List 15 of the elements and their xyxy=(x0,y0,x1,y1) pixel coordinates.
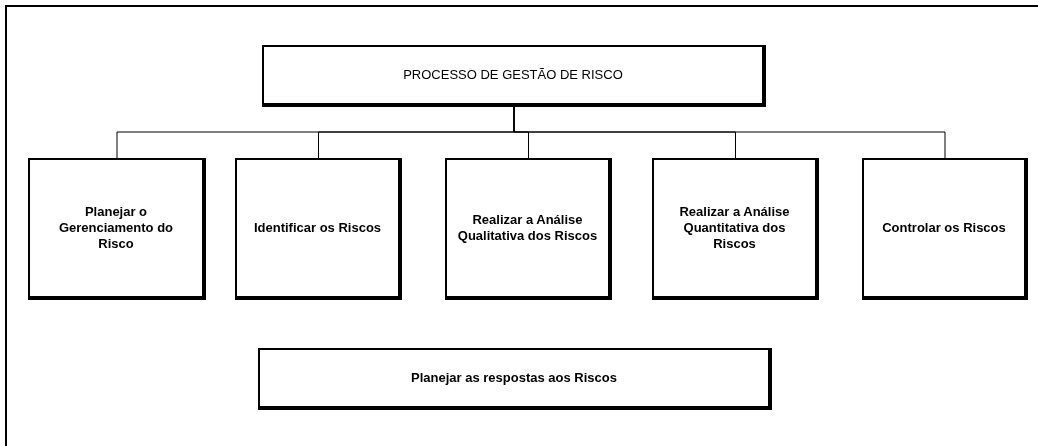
process-box xyxy=(235,158,402,300)
heading-text: PROCESSO DE GESTÃO DE RISCO xyxy=(403,67,623,83)
connector-line xyxy=(513,106,946,159)
box-label: Planejar o Gerenciamento do Risco xyxy=(57,204,175,252)
process-box xyxy=(258,348,772,410)
box-label: Identificar os Riscos xyxy=(253,220,382,236)
box-label: Planejar as respostas aos Riscos xyxy=(411,370,617,386)
process-box xyxy=(28,158,206,300)
process-box xyxy=(445,158,612,300)
title-box xyxy=(262,45,766,107)
box-label: Controlar os Riscos xyxy=(882,220,1006,236)
process-box xyxy=(652,158,819,300)
process-box xyxy=(862,158,1028,300)
box-label: Realizar a Análise Quantitativa dos Riscos xyxy=(678,204,791,252)
box-label: Realizar a Análise Qualitativa dos Riscos xyxy=(457,212,598,244)
